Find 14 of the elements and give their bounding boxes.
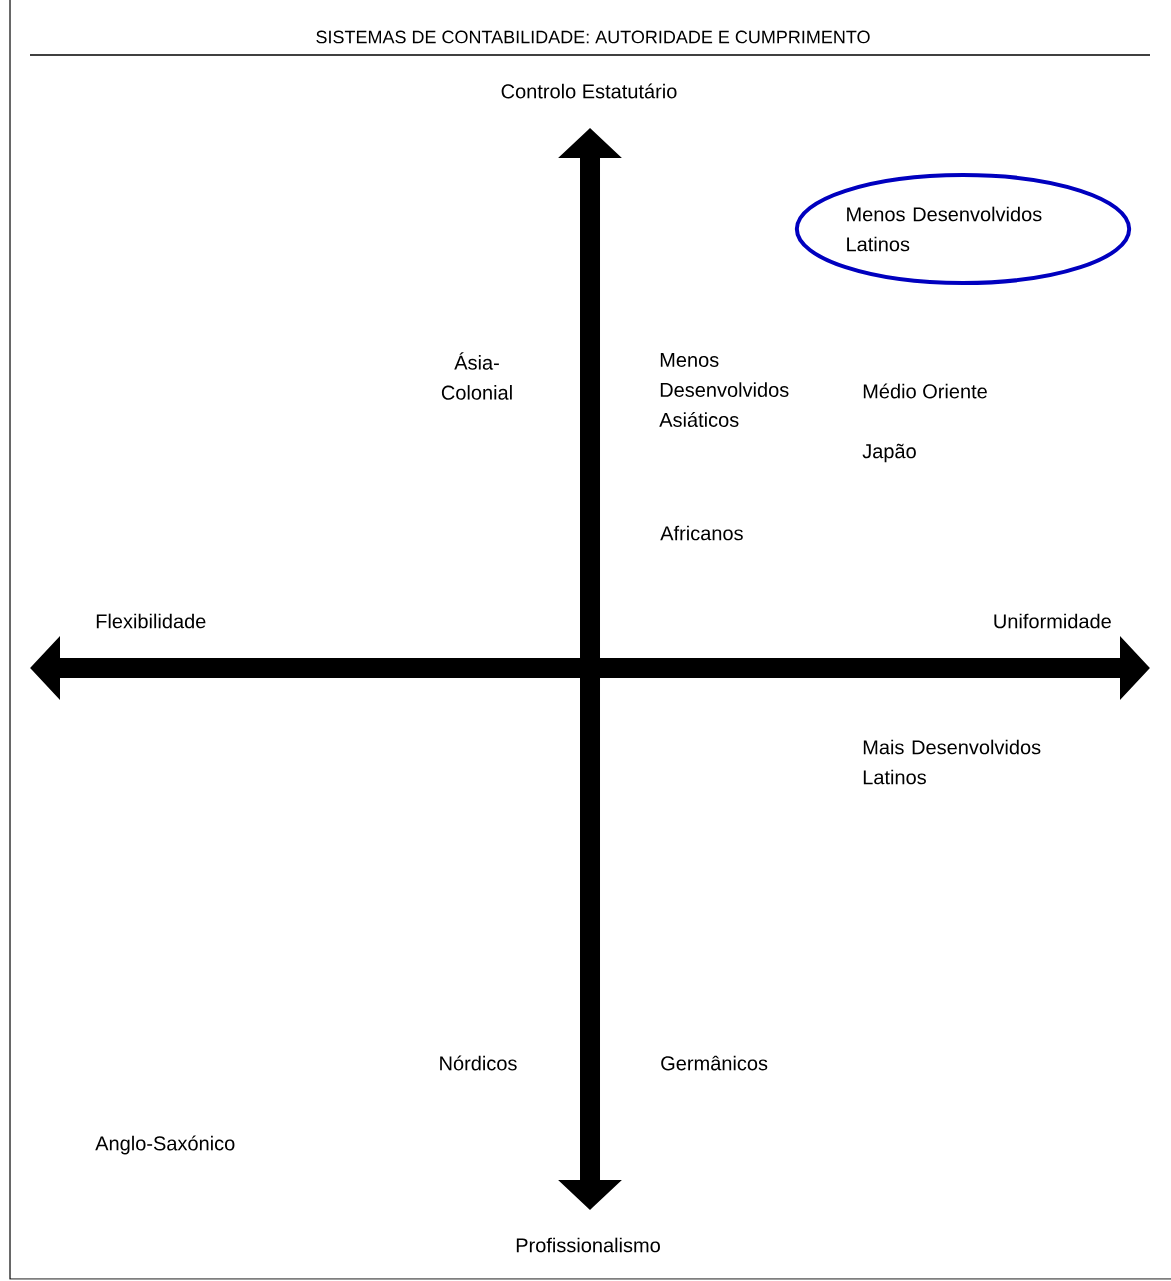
axis-label: Profissionalismo (516, 1237, 660, 1253)
region-label: Ásia-Colonial (441, 352, 512, 400)
region-label: Japão (862, 443, 916, 463)
axis-label: Flexibilidade (96, 613, 206, 629)
axis-label: Controlo Estatutário (501, 83, 677, 99)
region-label: Germânicos (661, 1055, 768, 1071)
region-label: Mais Desenvolvidos Latinos (863, 739, 1041, 785)
title: SISTEMAS DE CONTABILIDADE: AUTORIDADE E CUMPRIMENTO (316, 30, 870, 44)
region-label: Africanos (660, 525, 743, 541)
region-label: Anglo-Saxónico (95, 1135, 235, 1155)
region-label: Médio Oriente (863, 383, 987, 399)
region-label: Menos Desenvolvidos Asiáticos (659, 353, 789, 427)
region-label: Nórdicos (440, 1055, 517, 1071)
axis-label: Uniformidade (994, 613, 1111, 629)
